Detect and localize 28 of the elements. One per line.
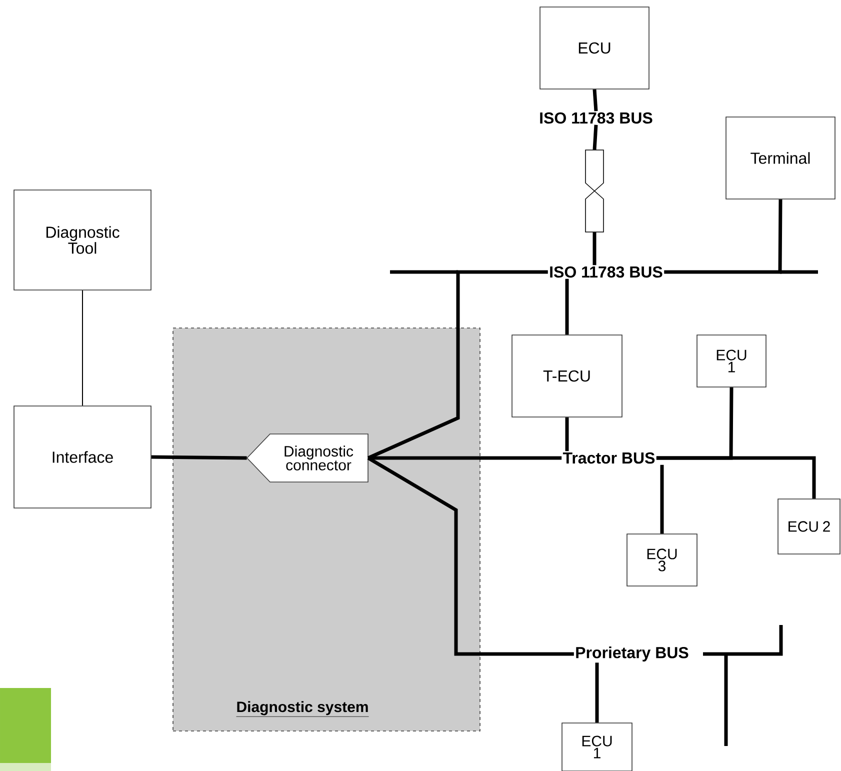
unit-box: T-ECU: [512, 334, 622, 418]
bus-label: ISO 11783 BUS: [538, 111, 654, 125]
bus-line: [565, 278, 569, 335]
bus-line: [592, 124, 598, 150]
bus-line: [660, 464, 664, 534]
unit-box: Diagnostic Tool: [14, 190, 152, 290]
bus-label: Prorietary BUS: [574, 646, 690, 662]
unit-box: Terminal: [726, 116, 836, 200]
bus-line: [368, 456, 562, 460]
bus-line: [595, 662, 599, 723]
bus-label: ISO 11783 BUS: [548, 265, 664, 279]
bus-line: [368, 270, 548, 460]
unit-box: ECU 1: [696, 334, 766, 388]
unit-box: Interface: [14, 406, 152, 508]
unit-box: ECU 2: [778, 498, 840, 554]
bus-line: [592, 89, 598, 112]
bus-label: Tractor BUS: [562, 451, 656, 465]
unit-box: ECU 3: [626, 534, 698, 586]
bus-line: [367, 456, 574, 656]
twisted-connector-drawing: [585, 150, 604, 232]
bus-line: [82, 290, 83, 406]
bus-line: [664, 199, 782, 274]
bus-line: [565, 417, 569, 452]
bus-line: [151, 455, 247, 460]
bus-line: [592, 232, 596, 266]
bus-line: [656, 456, 816, 499]
unit-box: ECU: [540, 6, 650, 90]
unit-box: ECU 1: [562, 722, 632, 771]
